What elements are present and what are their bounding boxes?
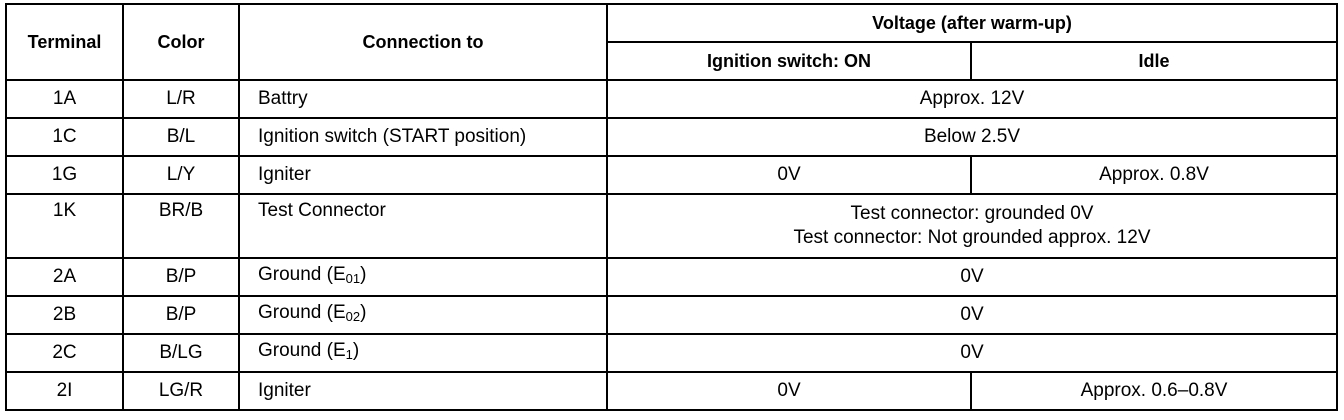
table-row: 1C B/L Ignition switch (START position) … [5,117,1338,157]
terminal-cell: 2C [5,333,124,373]
connection-cell: Ground (E02) [238,295,608,335]
voltage-cell: Test connector: grounded 0V Test connect… [606,193,1338,259]
voltage-cell: Approx. 12V [606,79,1338,119]
voltage-cell: 0V [606,295,1338,335]
color-cell: BR/B [122,193,240,259]
voltage-cell: Below 2.5V [606,117,1338,157]
connection-cell: Ground (E01) [238,257,608,297]
header-row-top: Terminal Color Connection to Voltage (af… [5,3,1338,81]
connection-subscript: 01 [345,271,361,286]
header-row-sub: Ignition switch: ON Idle [6,41,1338,81]
terminal-voltage-table: Terminal Color Connection to Voltage (af… [5,3,1338,411]
connection-cell: Igniter [238,155,608,195]
connection-cell: Battry [238,79,608,119]
connection-prefix: Ground (E [258,264,346,285]
connection-suffix: ) [352,340,360,361]
terminal-voltage-table-container: Terminal Color Connection to Voltage (af… [5,3,1338,411]
idle-voltage-cell: Approx. 0.6–0.8V [970,371,1338,411]
table-row: 2A B/P Ground (E01) 0V [5,257,1338,297]
header-connection-to: Connection to [238,3,608,81]
voltage-line-grounded: Test connector: grounded 0V [850,203,1094,224]
ignition-on-voltage-cell: 0V [606,371,972,411]
voltage-line-not-grounded: Test connector: Not grounded approx. 12V [793,227,1151,248]
color-cell: B/P [122,257,240,297]
table-row: 2B B/P Ground (E02) 0V [5,295,1338,335]
table-row: 1G L/Y Igniter 0V Approx. 0.8V [5,155,1338,195]
connection-prefix: Ground (E [258,340,346,361]
header-terminal: Terminal [5,3,124,81]
table-row: 1A L/R Battry Approx. 12V [5,79,1338,119]
voltage-cell: 0V [606,257,1338,297]
idle-voltage-cell: Approx. 0.8V [970,155,1338,195]
connection-cell: Igniter [238,371,608,411]
header-ignition-on: Ignition switch: ON [606,41,972,81]
terminal-cell: 1C [5,117,124,157]
connection-cell: Ignition switch (START position) [238,117,608,157]
connection-suffix: ) [360,264,367,285]
table-row: 2I LG/R Igniter 0V Approx. 0.6–0.8V [5,371,1338,411]
ignition-on-voltage-cell: 0V [606,155,972,195]
table-row: 2C B/LG Ground (E1) 0V [5,333,1338,373]
connection-cell: Test Connector [238,193,608,259]
color-cell: L/Y [122,155,240,195]
header-voltage: Voltage (after warm-up) [606,3,1338,43]
connection-cell: Ground (E1) [238,333,608,373]
color-cell: B/LG [122,333,240,373]
header-idle: Idle [970,41,1338,81]
color-cell: B/P [122,295,240,335]
connection-subscript: 02 [345,309,361,324]
terminal-cell: 1A [5,79,124,119]
color-cell: B/L [122,117,240,157]
header-color: Color [122,3,240,81]
voltage-cell: 0V [606,333,1338,373]
terminal-cell: 1K [5,193,124,259]
terminal-cell: 2B [5,295,124,335]
connection-suffix: ) [360,302,367,323]
connection-subscript: 1 [345,347,353,362]
color-cell: L/R [122,79,240,119]
terminal-cell: 2A [5,257,124,297]
color-cell: LG/R [122,371,240,411]
terminal-cell: 1G [5,155,124,195]
table-row: 1K BR/B Test Connector Test connector: g… [5,193,1338,259]
terminal-cell: 2I [5,371,124,411]
connection-prefix: Ground (E [258,302,346,323]
